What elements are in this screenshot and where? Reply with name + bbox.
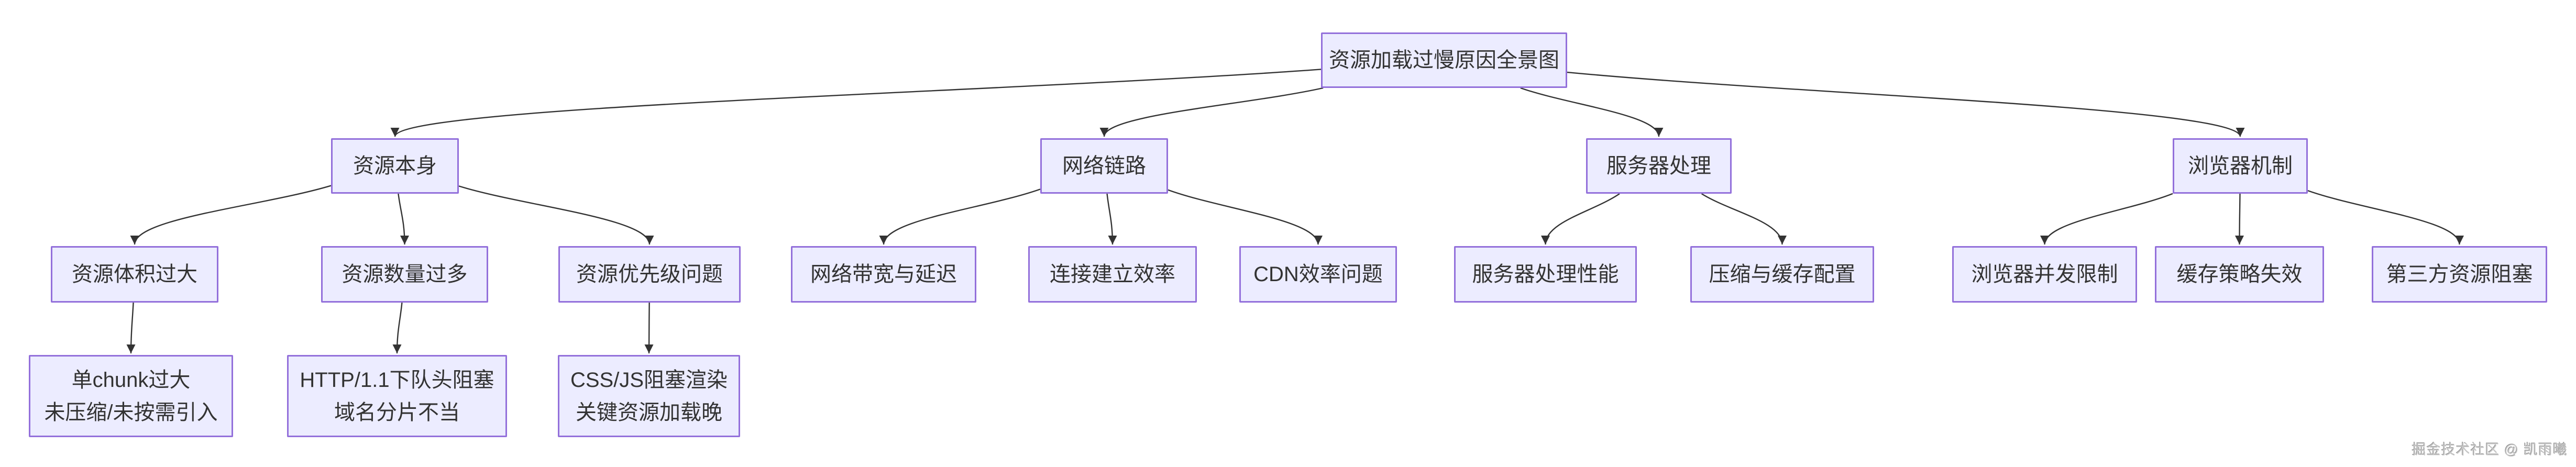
edge-resource-count: [398, 193, 409, 245]
node-label: 域名分片不当: [334, 401, 460, 424]
node-root: 资源加载过慢原因全景图: [1321, 32, 1567, 88]
edge-browser-concurrency: [2040, 193, 2173, 245]
node-thirdparty: 第三方资源阻塞: [2372, 246, 2547, 303]
node-browser: 浏览器机制: [2173, 138, 2308, 194]
edge-server-serverperf: [1541, 193, 1620, 245]
node-concurrency: 浏览器并发限制: [1952, 246, 2137, 303]
node-connection: 连接建立效率: [1028, 246, 1197, 303]
node-serverperf: 服务器处理性能: [1454, 246, 1637, 303]
node-server: 服务器处理: [1586, 138, 1732, 194]
edge-network-cdn: [1168, 189, 1323, 245]
node-label: 资源本身: [353, 154, 437, 177]
edge-browser-thirdparty: [2307, 190, 2464, 245]
node-label: 浏览器机制: [2188, 154, 2293, 177]
edge-server-compression: [1701, 193, 1787, 245]
node-bandwidth: 网络带宽与延迟: [791, 246, 976, 303]
node-label: 浏览器并发限制: [1971, 263, 2118, 286]
node-cache: 缓存策略失效: [2155, 246, 2324, 303]
node-label: 缓存策略失效: [2176, 263, 2303, 286]
node-cssjs: CSS/JS阻塞渲染关键资源加载晚: [558, 355, 740, 437]
edge-resource-priority: [458, 185, 654, 245]
edge-root-network: [1099, 87, 1324, 137]
node-network: 网络链路: [1040, 138, 1168, 194]
edge-network-connection: [1106, 193, 1117, 245]
node-label: 第三方资源阻塞: [2386, 263, 2533, 286]
node-label: 服务器处理: [1606, 154, 1711, 177]
edge-size-chunk: [126, 302, 136, 354]
node-label: 压缩与缓存配置: [1709, 263, 1856, 286]
edge-root-server: [1520, 87, 1664, 137]
node-label: 资源数量过多: [342, 263, 468, 286]
node-priority: 资源优先级问题: [558, 246, 741, 303]
node-label: CSS/JS阻塞渲染: [570, 368, 728, 392]
node-label: 未压缩/未按需引入: [44, 401, 218, 424]
edge-count-http11: [392, 302, 403, 354]
edge-root-resource: [390, 69, 1322, 137]
node-label: 单chunk过大: [71, 368, 191, 392]
node-resource: 资源本身: [331, 138, 459, 194]
node-label: 网络链路: [1062, 154, 1146, 177]
node-label: 资源优先级问题: [576, 263, 723, 286]
node-label: 服务器处理性能: [1472, 263, 1619, 286]
edge-resource-size: [130, 185, 332, 245]
edge-root-browser: [1567, 71, 2245, 137]
node-compression: 压缩与缓存配置: [1690, 246, 1874, 303]
node-http11: HTTP/1.1下队头阻塞域名分片不当: [287, 355, 507, 437]
node-label: CDN效率问题: [1253, 263, 1383, 286]
node-label: 关键资源加载晚: [576, 401, 722, 424]
node-label: 网络带宽与延迟: [810, 263, 957, 286]
edge-network-bandwidth: [879, 188, 1041, 245]
node-label: 资源体积过大: [72, 263, 197, 286]
node-label: 资源加载过慢原因全景图: [1329, 49, 1559, 72]
node-cdn: CDN效率问题: [1239, 246, 1397, 303]
node-count: 资源数量过多: [321, 246, 488, 303]
node-chunk: 单chunk过大未压缩/未按需引入: [29, 355, 233, 437]
node-label: HTTP/1.1下队头阻塞: [300, 368, 494, 392]
node-label: 连接建立效率: [1050, 263, 1175, 286]
watermark: 掘金技术社区 @ 凯雨曦: [2412, 442, 2568, 458]
node-size: 资源体积过大: [51, 246, 218, 303]
